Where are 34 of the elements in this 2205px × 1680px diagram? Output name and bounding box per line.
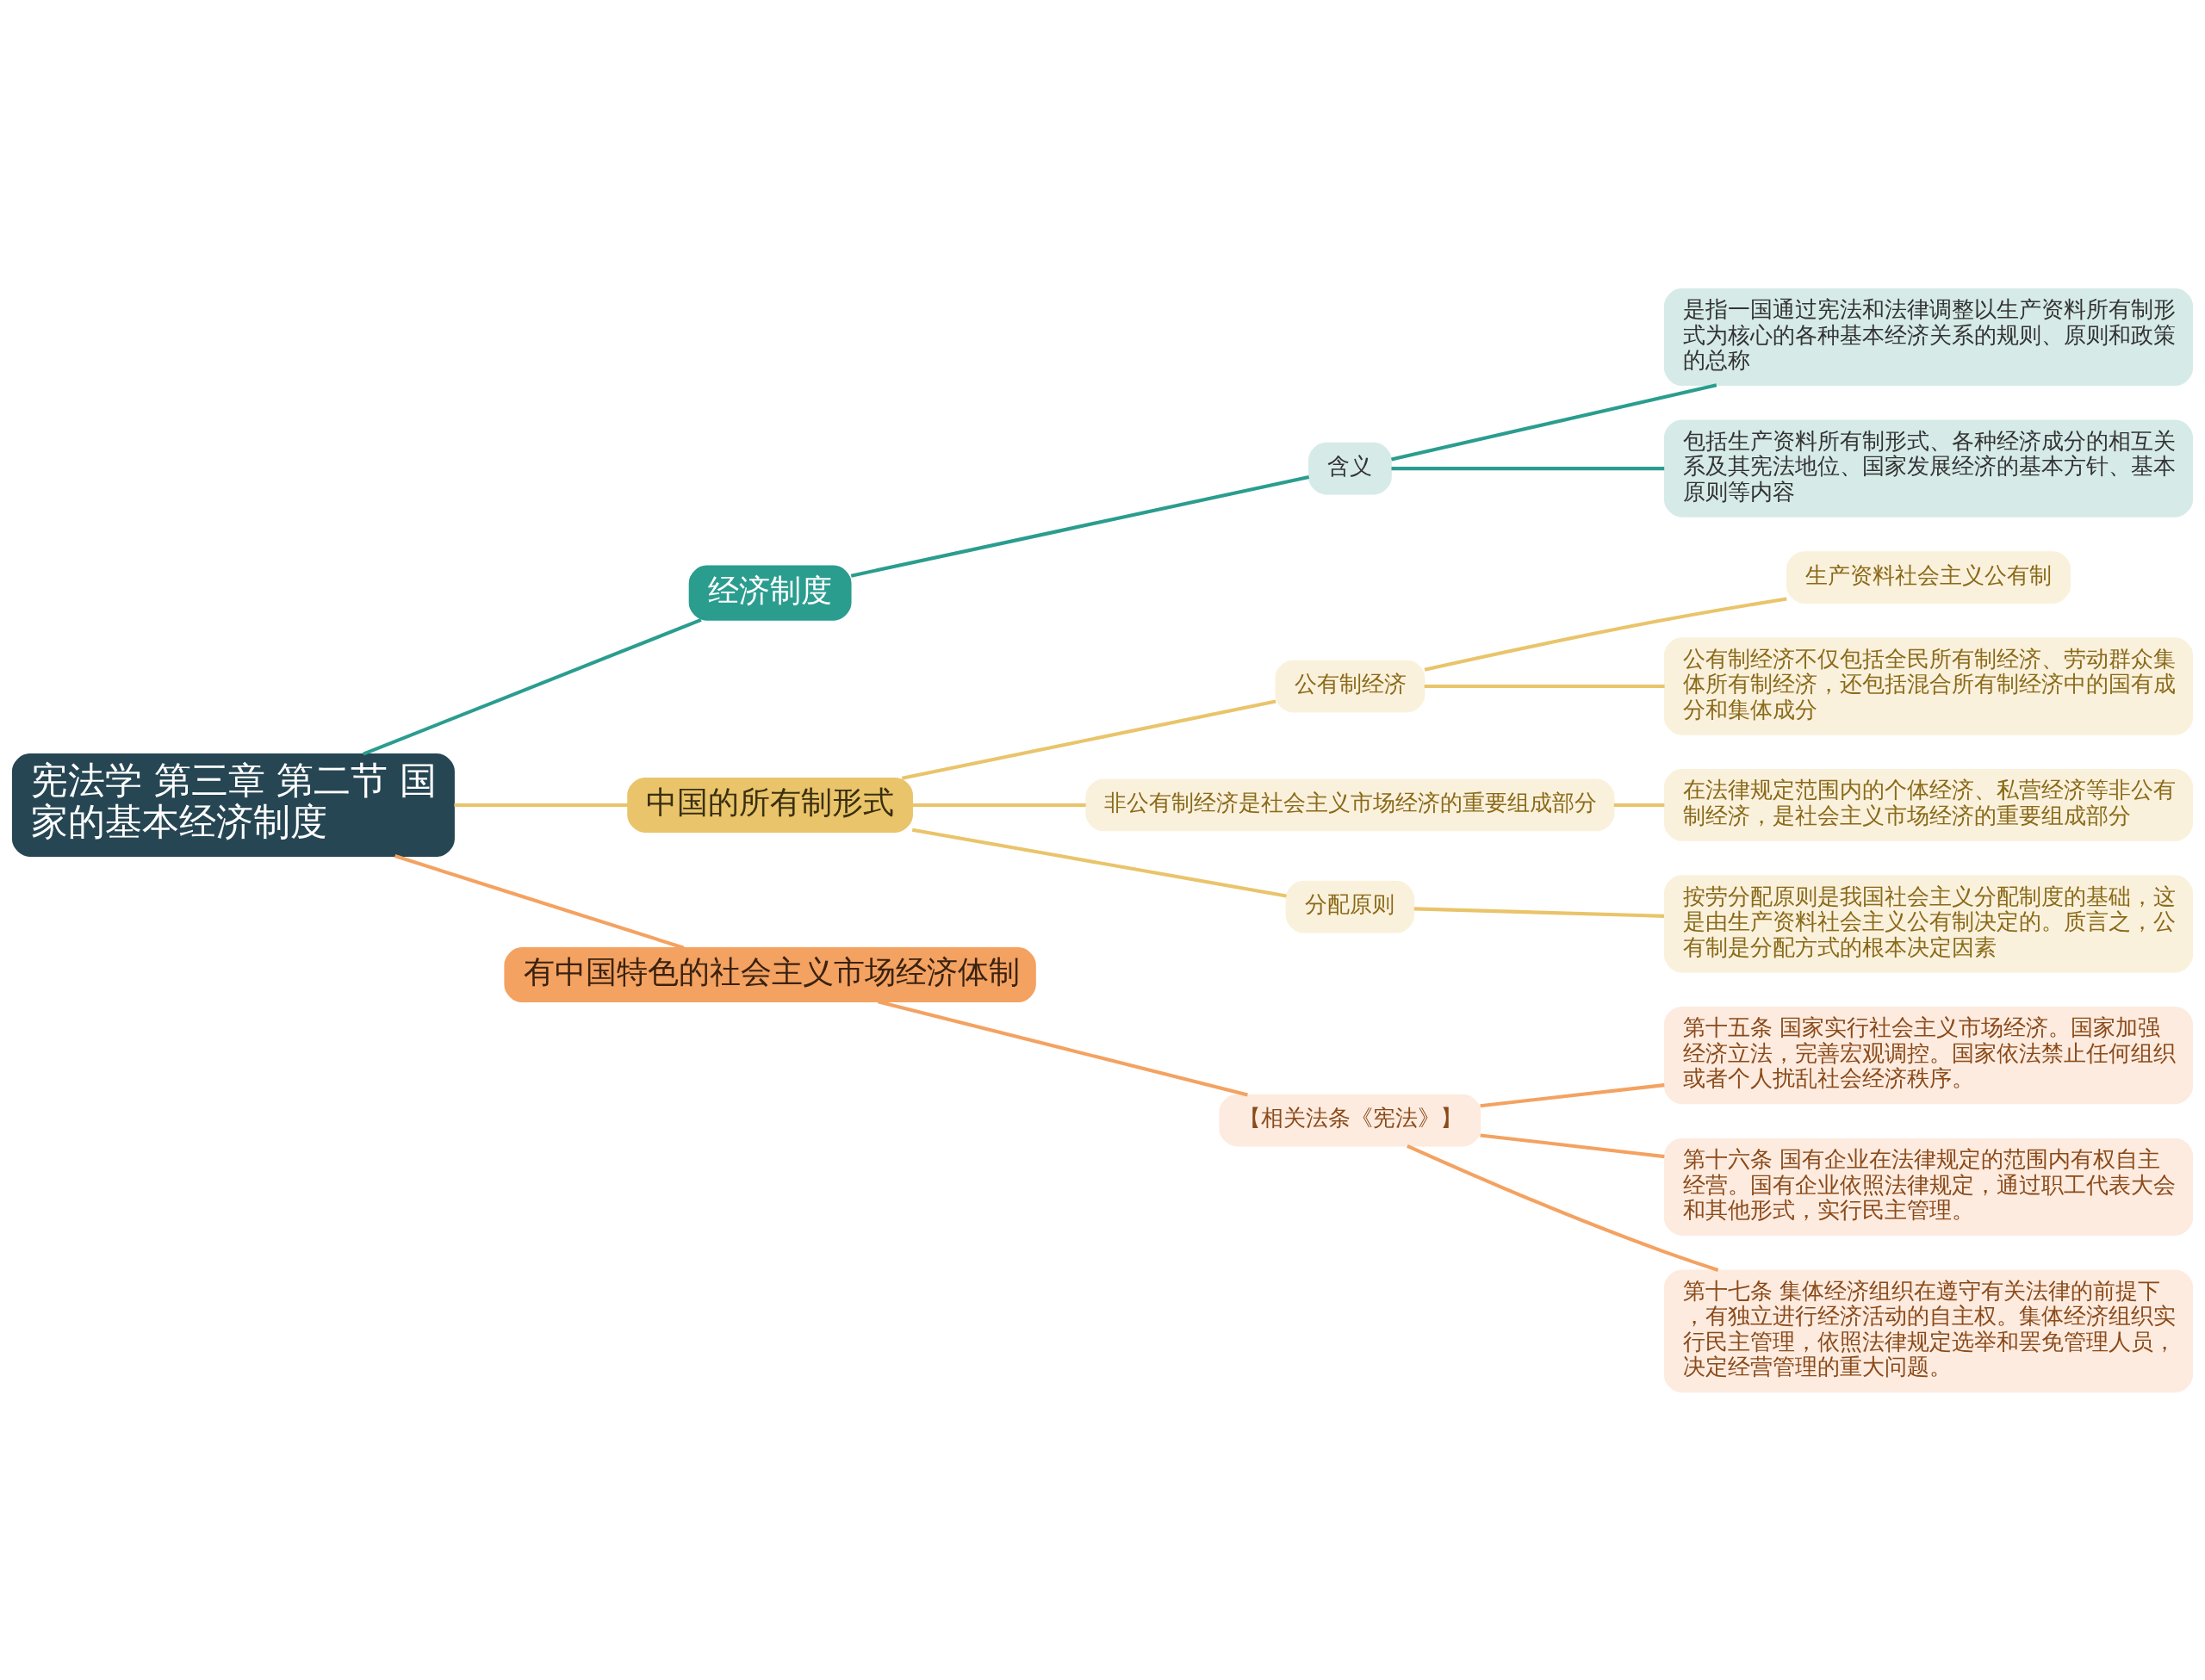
node-box: 生产资料社会主义公有制 <box>1786 550 2071 604</box>
node-box: 第十六条 国有企业在法律规定的范围内有权自主经营。国有企业依照法律规定，通过职工代表大会和其他形式，实行民主管理。 <box>1663 1138 2194 1236</box>
node-box: 有中国特色的社会主义市场经济体制 <box>504 946 1036 1002</box>
connector <box>1407 1144 1719 1272</box>
connector <box>1480 1132 1665 1158</box>
node-box: 宪法学 第三章 第二节 国家的基本经济制度 <box>11 753 455 857</box>
connector <box>912 803 1086 807</box>
node-box: 经济制度 <box>688 565 852 621</box>
connector <box>1424 596 1787 672</box>
node-box: 公有制经济 <box>1275 660 1425 712</box>
connector <box>363 617 702 756</box>
connector <box>850 474 1310 578</box>
node-box: 在法律规定范围内的个体经济、私营经济等非公有制经济，是社会主义市场经济的重要组成部分 <box>1663 768 2194 841</box>
connector <box>1424 684 1665 688</box>
connector <box>1480 1082 1665 1107</box>
node-box: 分配原则 <box>1285 880 1415 933</box>
node-box: 第十七条 集体经济组织在遵守有关法律的前提下，有独立进行经济活动的自主权。集体经济组织实行民主管理，依照法律规定选举和罢免管理人员，决定经营管理的重大问题。 <box>1663 1268 2194 1392</box>
connector <box>394 853 685 950</box>
node-box: 含义 <box>1307 442 1392 494</box>
node-box: 【相关法条《宪法》】 <box>1219 1094 1481 1146</box>
node-box: 非公有制经济是社会主义市场经济的重要组成部分 <box>1085 778 1615 831</box>
connector <box>911 828 1287 897</box>
connector <box>901 698 1276 780</box>
connector <box>454 803 628 807</box>
node-box: 公有制经济不仅包括全民所有制经济、劳动群众集体所有制经济，还包括混合所有制经济中的国有成分和集体成分 <box>1663 636 2194 735</box>
connector <box>1613 803 1665 807</box>
connector <box>1391 466 1665 470</box>
connector <box>1391 382 1717 461</box>
node-box: 按劳分配原则是我国社会主义分配制度的基础，这是由生产资料社会主义公有制决定的。质言之，公有制是分配方式的根本决定因素 <box>1663 874 2194 973</box>
node-box: 包括生产资料所有制形式、各种经济成分的相互关系及其宪法地位、国家发展经济的基本方针、基本原则等内容 <box>1663 418 2194 518</box>
node-box: 第十五条 国家实行社会主义市场经济。国家加强经济立法，完善宏观调控。国家依法禁止任何组织或者个人扰乱社会经济秩序。 <box>1663 1006 2194 1104</box>
connector <box>1413 906 1665 918</box>
node-box: 是指一国通过宪法和法律调整以生产资料所有制形式为核心的各种基本经济关系的规则、原则和政策的总称 <box>1663 288 2194 386</box>
node-box: 中国的所有制形式 <box>627 777 913 833</box>
